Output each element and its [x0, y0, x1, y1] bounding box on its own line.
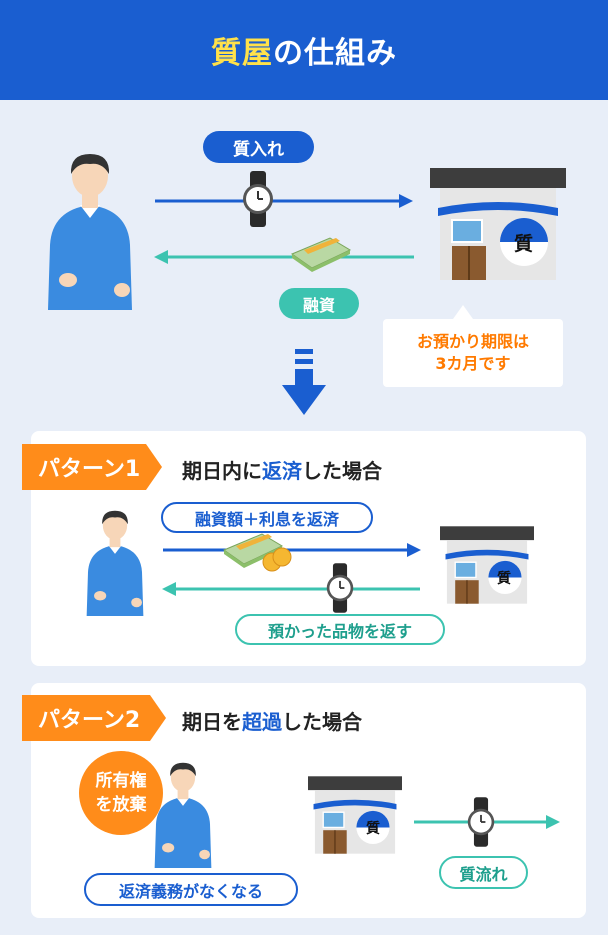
customer-illustration-p2 [154, 762, 212, 868]
watch-icon [243, 171, 273, 227]
loan-label: 融資 [279, 288, 359, 319]
repay-label: 融資額＋利息を返済 [161, 502, 373, 533]
customer-illustration-small [86, 510, 144, 616]
watch-icon-returned [326, 563, 354, 613]
shop-kanji: 質 [514, 233, 534, 255]
deposit-period-note: お預かり期限は 3カ月です [383, 305, 563, 387]
customer-illustration [48, 154, 132, 310]
return-arrow [162, 582, 420, 596]
page-header: 質屋の仕組み [0, 0, 608, 100]
pattern2-title: 期日を超過した場合 [182, 710, 362, 734]
loan-arrow [154, 250, 414, 264]
page-title: 質屋の仕組み [211, 36, 397, 71]
ownership-waived-badge: 所有権を放棄 [79, 751, 163, 835]
forfeit-label: 質流れ [439, 856, 528, 889]
watch-icon-forfeited [467, 797, 495, 847]
pawnshop-illustration-p1 [440, 526, 534, 604]
money-and-coins-icon [222, 533, 292, 572]
pawnshop-illustration [430, 168, 566, 280]
down-arrow-icon [282, 349, 326, 415]
pawn-label: 質入れ [203, 131, 314, 163]
no-repay-obligation-label: 返済義務がなくなる [84, 873, 298, 906]
repay-arrow [163, 543, 421, 557]
shop-kanji-p1: 質 [497, 571, 511, 587]
shop-kanji-p2: 質 [366, 821, 380, 837]
money-icon [290, 237, 352, 272]
pawn-arrow [155, 194, 413, 208]
return-item-label: 預かった品物を返す [235, 614, 445, 645]
pattern1-title: 期日内に返済した場合 [182, 459, 382, 483]
pattern2-tag: パターン2 [22, 695, 166, 741]
pawnshop-illustration-p2 [308, 776, 402, 854]
pattern1-tag: パターン1 [22, 444, 162, 490]
